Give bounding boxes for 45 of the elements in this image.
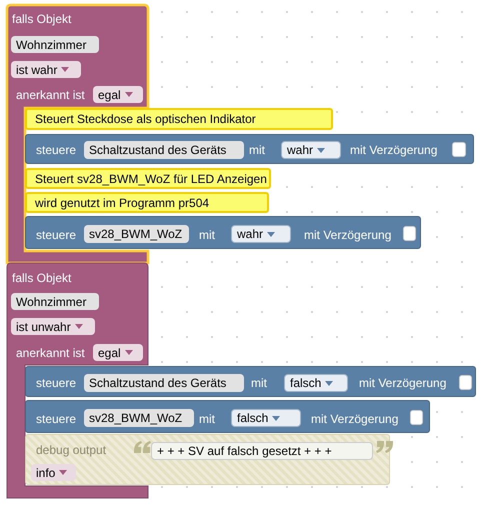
object-field: Wohnzimmer — [11, 293, 99, 310]
string-field: + + + SV auf falsch gesetzt + + + — [151, 442, 373, 460]
dropdown: falsch — [231, 409, 301, 427]
block-label: mit — [251, 375, 267, 392]
dropdown: egal — [93, 86, 143, 103]
block-label: falls Objekt — [12, 270, 72, 287]
dropdown: ist wahr — [11, 61, 81, 78]
block-label: mit — [249, 142, 265, 159]
object-field: sv28_BWM_WoZ — [84, 225, 189, 243]
dropdown: wahr — [281, 141, 341, 159]
debug-block — [25, 434, 390, 485]
block-label: mit Verzögerung — [304, 227, 392, 244]
comment-block: Steuert Steckdose als optischen Indikator — [25, 108, 333, 130]
block-label: anerkannt ist — [16, 345, 85, 362]
block-label: mit Verzögerung — [359, 375, 446, 392]
checkbox — [410, 410, 423, 425]
statement-block — [25, 400, 430, 433]
object-field: Schaltzustand des Geräts — [84, 141, 244, 159]
object-field: Schaltzustand des Geräts — [84, 374, 244, 392]
block-label: falls Objekt — [12, 11, 72, 28]
dropdown: falsch — [284, 374, 348, 392]
dropdown: ist unwahr — [11, 318, 95, 335]
block-label: mit — [199, 411, 215, 428]
dropdown: info — [31, 464, 76, 481]
block-label: steuere — [36, 411, 76, 428]
block-label: anerkannt ist — [16, 87, 85, 104]
checkbox — [459, 375, 472, 390]
comment-block: wird genutzt im Programm pr504 — [25, 192, 269, 213]
block-label: mit Verzögerung — [350, 142, 438, 159]
comment-block: Steuert sv28_BWM_WoZ für LED Anzeigen — [25, 168, 271, 189]
object-field: Wohnzimmer — [11, 36, 99, 53]
checkbox — [403, 226, 416, 241]
block-label: mit — [199, 227, 215, 244]
block-label: steuere — [36, 375, 76, 392]
object-field: sv28_BWM_WoZ — [84, 409, 194, 427]
block-label: steuere — [36, 142, 76, 159]
block-label: mit Verzögerung — [311, 411, 398, 428]
statement-block — [25, 134, 474, 164]
dropdown: egal — [93, 344, 143, 361]
checkbox — [452, 142, 466, 157]
dropdown: wahr — [231, 225, 291, 243]
block-label: debug output — [36, 442, 106, 459]
block-label: steuere — [36, 227, 76, 244]
statement-block — [25, 366, 476, 397]
statement-block — [25, 216, 421, 249]
